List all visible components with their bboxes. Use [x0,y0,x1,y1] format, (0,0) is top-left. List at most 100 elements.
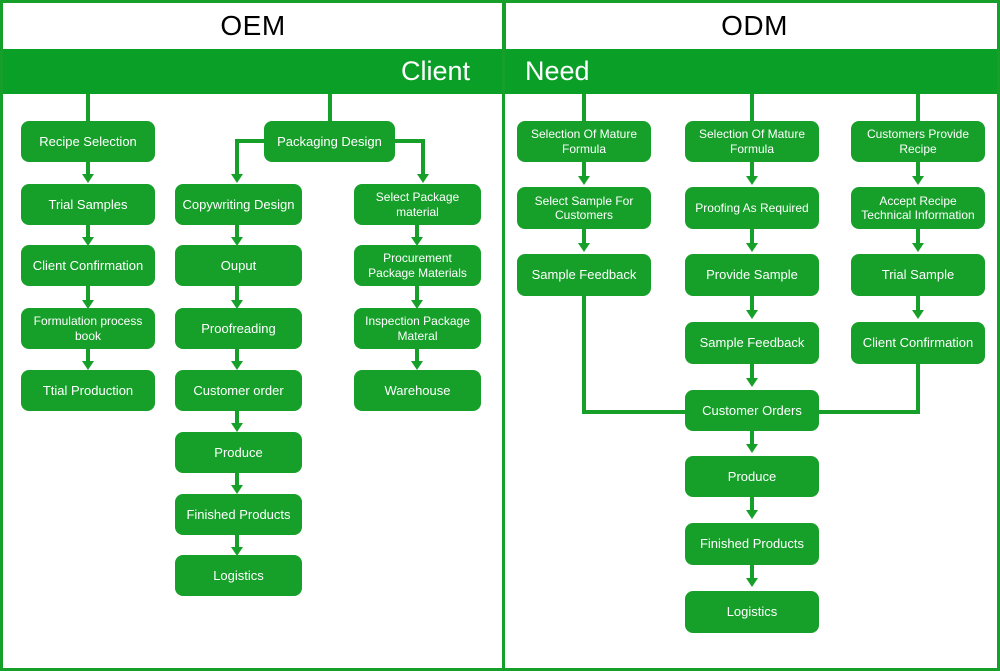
node-proofreading[interactable]: Proofreading [175,308,302,349]
connector-odm-c2-3 [750,296,754,311]
arrow-odm-c2-5 [746,444,758,453]
connector-band-to-recipe [86,94,90,121]
arrow-odm-c2-4 [746,378,758,387]
arrow-c2-2 [231,300,243,309]
connector-packaging-right-v [421,139,425,175]
node-logistics-oem[interactable]: Logistics [175,555,302,596]
node-copywriting-design[interactable]: Copywriting Design [175,184,302,225]
node-trial-samples[interactable]: Trial Samples [21,184,155,225]
arrow-c3-1 [411,237,423,246]
arrow-odm-c3-2 [912,243,924,252]
connector-odm-c3-1 [916,162,920,177]
arrow-odm-c2-6 [746,510,758,519]
node-recipe-selection[interactable]: Recipe Selection [21,121,155,162]
node-odm-logistics[interactable]: Logistics [685,591,819,633]
node-client-confirmation[interactable]: Client Confirmation [21,245,155,286]
connector-c1-3 [86,286,90,301]
arrow-c3-3 [411,361,423,370]
node-odm-sample-feedback-1[interactable]: Sample Feedback [517,254,651,296]
connector-band-to-packaging [328,94,332,121]
arrow-odm-c2-2 [746,243,758,252]
title-odm: ODM [503,3,997,49]
node-odm-select-sample-for-customers[interactable]: Select Sample For Customers [517,187,651,229]
node-finished-products-oem[interactable]: Finished Products [175,494,302,535]
node-inspection-package-materal[interactable]: Inspection Package Materal [354,308,481,349]
arrow-c1-3 [82,300,94,309]
arrow-odm-c1-1 [578,176,590,185]
node-procurement-package-materials[interactable]: Procurement Package Materials [354,245,481,286]
connector-c2-4 [235,411,239,424]
connector-c2-3 [235,349,239,362]
arrow-odm-c3-1 [912,176,924,185]
node-odm-proofing-as-required[interactable]: Proofing As Required [685,187,819,229]
node-odm-client-confirmation[interactable]: Client Confirmation [851,322,985,364]
node-packaging-design[interactable]: Packaging Design [264,121,395,162]
band-label-client: Client [401,56,471,86]
node-customer-order[interactable]: Customer order [175,370,302,411]
connector-odm-c2-6 [750,497,754,511]
connector-odm-c1-2 [582,229,586,244]
node-ttial-production[interactable]: Ttial Production [21,370,155,411]
connector-c3-3 [415,349,419,362]
connector-odm-c3-3 [916,296,920,311]
connector-odm-c3-merge-v [916,364,920,414]
node-odm-sample-feedback-2[interactable]: Sample Feedback [685,322,819,364]
node-odm-customer-orders[interactable]: Customer Orders [685,390,819,431]
panel-divider [502,3,505,668]
node-odm-selection-mature-formula-2[interactable]: Selection Of Mature Formula [685,121,819,162]
arrow-c1-2 [82,237,94,246]
connector-c2-5 [235,473,239,486]
node-odm-finished-products[interactable]: Finished Products [685,523,819,565]
connector-c2-6 [235,535,239,548]
connector-c1-1 [86,162,90,175]
connector-odm-c2-4 [750,364,754,379]
node-odm-trial-sample[interactable]: Trial Sample [851,254,985,296]
connector-odm-c2-5 [750,431,754,445]
connector-odm-c1-merge-h [582,410,692,414]
connector-packaging-left-v [235,139,239,175]
arrow-c1-4 [82,361,94,370]
arrow-odm-c2-3 [746,310,758,319]
node-ouput[interactable]: Ouput [175,245,302,286]
arrow-odm-c1-2 [578,243,590,252]
arrow-c2-1 [231,237,243,246]
band-label-need: Need [525,56,590,86]
connector-odm-c2-2 [750,229,754,244]
node-formulation-process-book[interactable]: Formulation process book [21,308,155,349]
connector-c2-2 [235,286,239,301]
connector-odm-c3-2 [916,229,920,244]
node-odm-provide-sample[interactable]: Provide Sample [685,254,819,296]
node-odm-produce[interactable]: Produce [685,456,819,497]
connector-odm-c2-1 [750,162,754,177]
node-odm-selection-mature-formula[interactable]: Selection Of Mature Formula [517,121,651,162]
arrow-c2-3 [231,361,243,370]
arrow-odm-c2-1 [746,176,758,185]
connector-packaging-right-h [392,139,425,143]
title-oem: OEM [220,10,286,41]
node-produce-oem[interactable]: Produce [175,432,302,473]
connector-c1-2 [86,225,90,238]
title-row: OEM ODM [3,3,997,49]
connector-band-to-odm-c2 [750,94,754,121]
arrow-c1-1 [82,174,94,183]
arrow-odm-c2-7 [746,578,758,587]
connector-c3-1 [415,225,419,238]
node-odm-customers-provide-recipe[interactable]: Customers Provide Recipe [851,121,985,162]
node-select-package-material[interactable]: Select Package material [354,184,481,225]
arrow-packaging-left [231,174,243,183]
arrow-c2-4 [231,423,243,432]
arrow-c3-2 [411,300,423,309]
arrow-odm-c3-3 [912,310,924,319]
arrow-c2-5 [231,485,243,494]
node-warehouse[interactable]: Warehouse [354,370,481,411]
connector-c1-4 [86,349,90,362]
node-odm-accept-recipe-technical-information[interactable]: Accept Recipe Technical Information [851,187,985,229]
connector-odm-c1-merge-v [582,296,586,414]
connector-band-to-odm-c3 [916,94,920,121]
arrow-packaging-right [417,174,429,183]
client-need-band: Client Need [3,49,997,94]
connector-odm-c2-7 [750,565,754,579]
connector-odm-c3-merge-h [816,410,920,414]
arrow-c2-6 [231,547,243,556]
